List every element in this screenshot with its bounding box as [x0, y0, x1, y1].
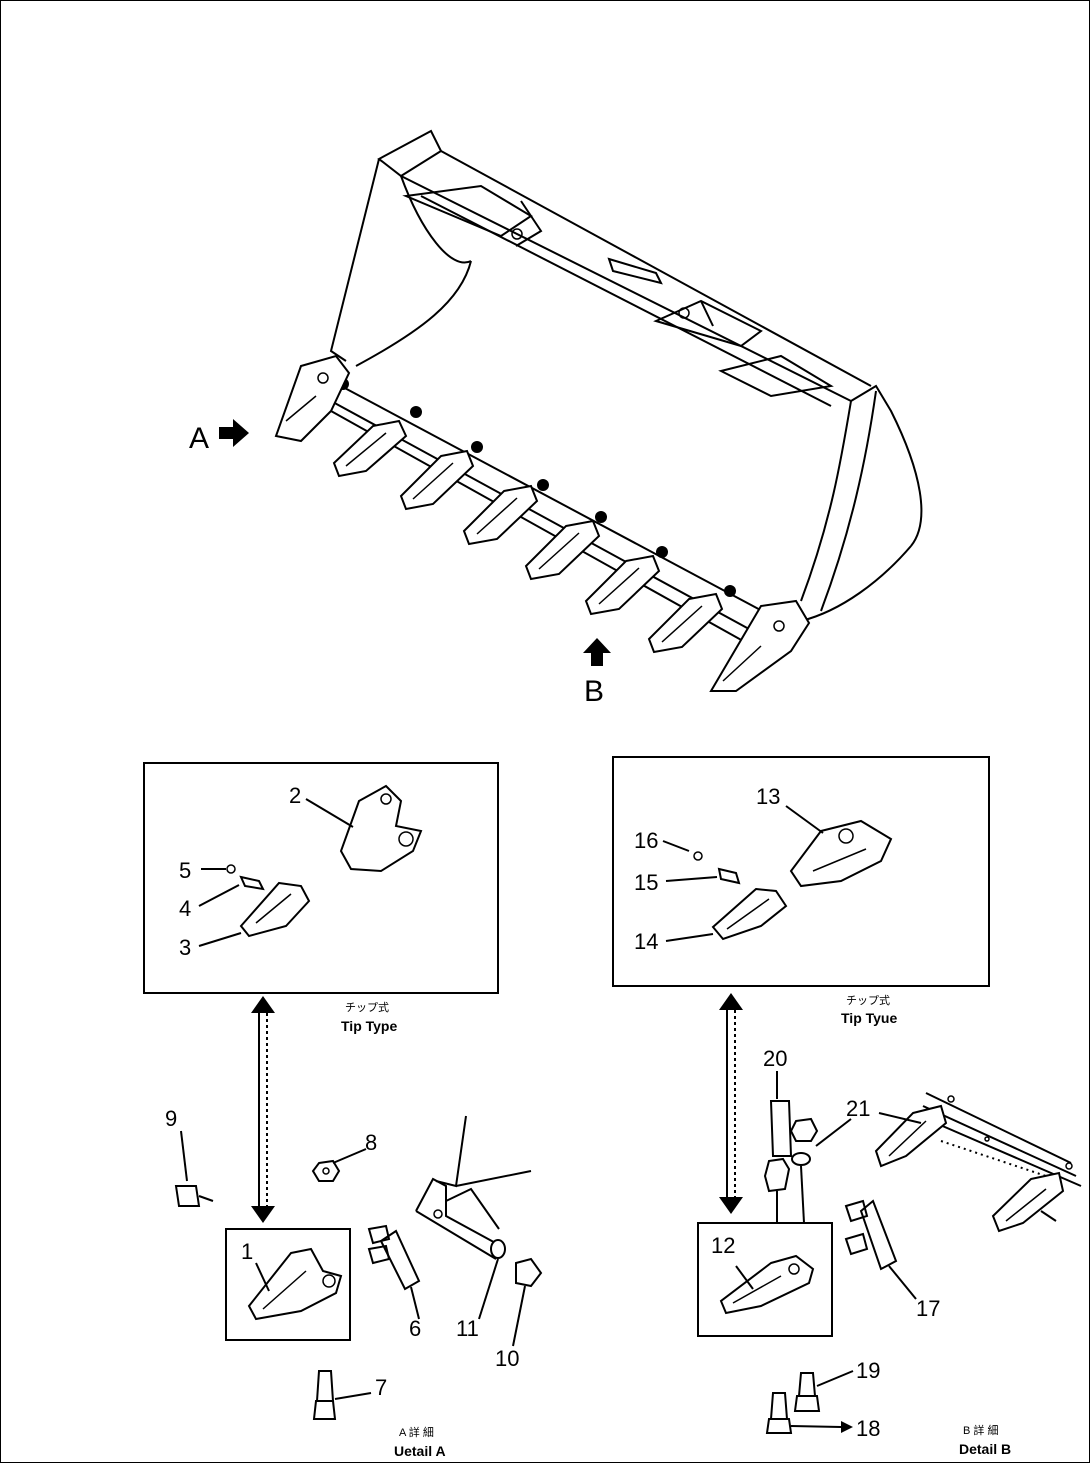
part-label-17: 17 [916, 1296, 940, 1321]
detail-b-caption-en: Detail B [959, 1441, 1011, 1457]
part-label-2: 2 [289, 783, 301, 808]
part-label-13: 13 [756, 784, 780, 809]
view-a-arrow [219, 419, 249, 447]
tip-type-b-parts [662, 805, 893, 942]
part-label-20: 20 [763, 1046, 787, 1071]
part-label-18: 18 [856, 1416, 880, 1441]
view-b-label: B [584, 675, 604, 708]
detail-a-caption-jp: A 詳 細 [399, 1425, 434, 1439]
part-label-1: 1 [241, 1239, 253, 1264]
part-label-6: 6 [409, 1316, 421, 1341]
detail-b-arrow [719, 993, 743, 1214]
detail-a-caption-en: Uetail A [394, 1443, 446, 1459]
tip-type-b-caption-jp: チップ式 [846, 994, 890, 1007]
detail-a-parts [174, 1115, 543, 1420]
part-label-3: 3 [179, 935, 191, 960]
tip-type-b-box [612, 756, 990, 987]
detail-a-arrow [251, 996, 275, 1223]
part-label-4: 4 [179, 896, 191, 921]
part-label-15: 15 [634, 870, 658, 895]
part-label-8: 8 [365, 1130, 377, 1155]
detail-a-box [225, 1228, 351, 1341]
part-label-10: 10 [495, 1346, 519, 1371]
tip-type-a-parts [198, 784, 423, 947]
part-label-12: 12 [711, 1233, 735, 1258]
bucket-drawing [219, 129, 923, 692]
part-label-19: 19 [856, 1358, 880, 1383]
tip-type-a-box [143, 762, 499, 994]
detail-b-box [697, 1222, 833, 1337]
part-label-9: 9 [165, 1106, 177, 1131]
detail-b-parts [719, 1071, 1082, 1434]
part-label-16: 16 [634, 828, 658, 853]
tip-type-a-caption-en: Tip Type [341, 1018, 397, 1034]
part-label-7: 7 [375, 1375, 387, 1400]
part-label-14: 14 [634, 929, 658, 954]
part-label-5: 5 [179, 858, 191, 883]
view-b-arrow [583, 638, 611, 666]
part-label-21: 21 [846, 1096, 870, 1121]
view-a-label: A [189, 422, 209, 455]
tip-type-b-caption-en: Tip Tyue [841, 1010, 897, 1026]
detail-b-caption-jp: B 詳 細 [963, 1423, 998, 1437]
bucket-teeth [332, 419, 724, 654]
part-label-11: 11 [456, 1316, 479, 1341]
tip-type-a-caption-jp: チップ式 [345, 1001, 389, 1014]
